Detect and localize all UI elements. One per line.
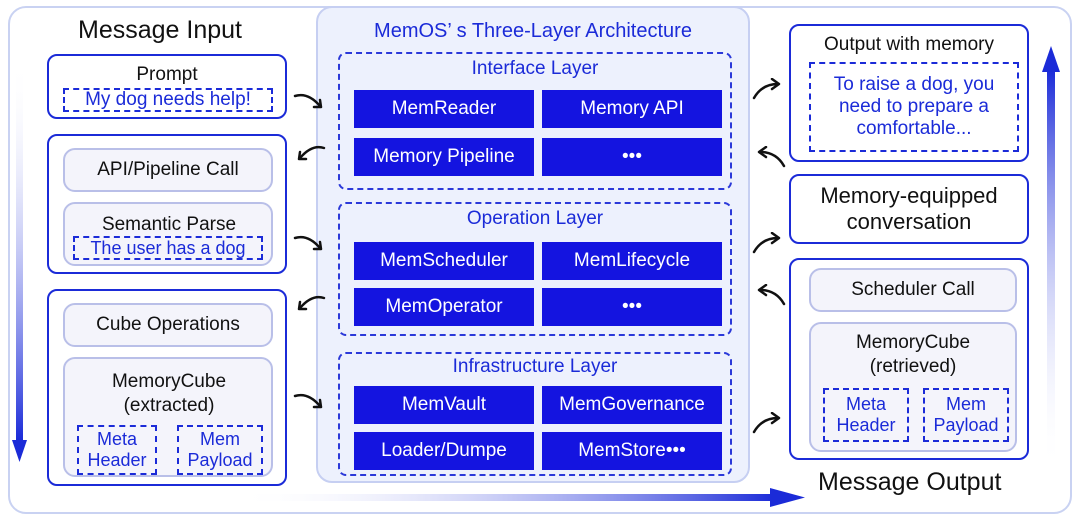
curved-arrow-right-icon [293, 393, 323, 409]
output-line: need to prepare a [838, 96, 989, 118]
semantic-parse-label: Semantic Parse [101, 214, 237, 235]
memorycube-sub: (extracted) [123, 395, 215, 416]
prompt-box: Prompt My dog needs help! [47, 54, 287, 119]
layer-title: Operation Layer [466, 208, 604, 229]
cube-operations: Cube Operations [63, 303, 273, 347]
block-memory-api: Memory API [542, 90, 722, 128]
block-memoperator: MemOperator [354, 288, 534, 326]
prompt-text: My dog needs help! [63, 88, 273, 112]
message-input-title: Message Input [78, 16, 242, 44]
memorycube-sub: (retrieved) [869, 356, 957, 377]
meta-header: Meta Header [77, 425, 157, 475]
conversation-box: Memory-equipped conversation [789, 174, 1029, 244]
mem-line: Mem [946, 394, 986, 415]
block-more: ••• [542, 288, 722, 326]
infrastructure-layer: Infrastructure Layer MemVault MemGoverna… [338, 352, 732, 476]
scheduler-call: Scheduler Call [809, 268, 1017, 312]
flow-arrow-up-icon [1042, 46, 1060, 470]
flow-arrow-down-icon [12, 60, 27, 462]
layer-title: Interface Layer [471, 58, 599, 79]
prompt-label: Prompt [136, 64, 198, 85]
mem-line: Mem [200, 429, 240, 450]
layer-title: Infrastructure Layer [452, 356, 618, 377]
curved-arrow-right-icon [752, 412, 781, 434]
retrieve-box: Scheduler Call MemoryCube (retrieved) Me… [789, 258, 1029, 460]
conversation-line: conversation [846, 209, 972, 234]
block-memscheduler: MemScheduler [354, 242, 534, 280]
curved-arrow-left-icon [297, 295, 326, 311]
block-more: ••• [542, 138, 722, 176]
output-line: To raise a dog, you [833, 74, 995, 96]
semantic-parse-text: The user has a dog [73, 236, 263, 260]
payload-line: Payload [187, 450, 253, 470]
header-line: Header [836, 415, 896, 435]
curved-arrow-right-icon [752, 232, 781, 254]
architecture-title: MemOS’ s Three-Layer Architecture [374, 20, 692, 42]
block-memlifecycle: MemLifecycle [542, 242, 722, 280]
block-loader-dumpe: Loader/Dumpe [354, 432, 534, 470]
cube-box: Cube Operations MemoryCube (extracted) M… [47, 289, 287, 486]
curved-arrow-right-icon [293, 93, 323, 109]
output-line: comfortable... [856, 117, 972, 139]
header-line: Header [87, 450, 147, 470]
mem-payload: Mem Payload [923, 388, 1009, 442]
payload-line: Payload [933, 415, 999, 435]
meta-line: Meta [96, 429, 138, 450]
memorycube-retrieved-card [809, 322, 1017, 452]
meta-line: Meta [845, 394, 887, 415]
semantic-parse-card [63, 202, 273, 266]
curved-arrow-left-icon [757, 284, 786, 306]
api-pipeline-call: API/Pipeline Call [63, 148, 273, 192]
output-text: To raise a dog, you need to prepare a co… [809, 62, 1019, 152]
block-memstore: MemStore••• [542, 432, 722, 470]
operation-layer: Operation Layer MemScheduler MemLifecycl… [338, 202, 732, 336]
curved-arrow-right-icon [293, 235, 323, 251]
interface-layer: Interface Layer MemReader Memory API Mem… [338, 52, 732, 190]
parse-box: API/Pipeline Call Semantic Parse The use… [47, 134, 287, 274]
block-memory-pipeline: Memory Pipeline [354, 138, 534, 176]
memorycube-extracted-card [63, 357, 273, 477]
block-memvault: MemVault [354, 386, 534, 424]
block-memgovernance: MemGovernance [542, 386, 722, 424]
flow-arrow-right-icon [235, 488, 805, 507]
architecture-panel: MemOS’ s Three-Layer Architecture Interf… [316, 6, 750, 483]
mem-payload: Mem Payload [177, 425, 263, 475]
memorycube-label: MemoryCube [855, 332, 971, 353]
curved-arrow-left-icon [297, 145, 326, 161]
output-label: Output with memory [824, 34, 994, 55]
memorycube-label: MemoryCube [111, 371, 227, 392]
message-output-title: Message Output [818, 468, 1002, 496]
meta-header: Meta Header [823, 388, 909, 442]
curved-arrow-right-icon [752, 78, 781, 100]
conversation-line: Memory-equipped [820, 182, 998, 208]
curved-arrow-left-icon [757, 146, 786, 168]
block-memreader: MemReader [354, 90, 534, 128]
output-box: Output with memory To raise a dog, you n… [789, 24, 1029, 162]
